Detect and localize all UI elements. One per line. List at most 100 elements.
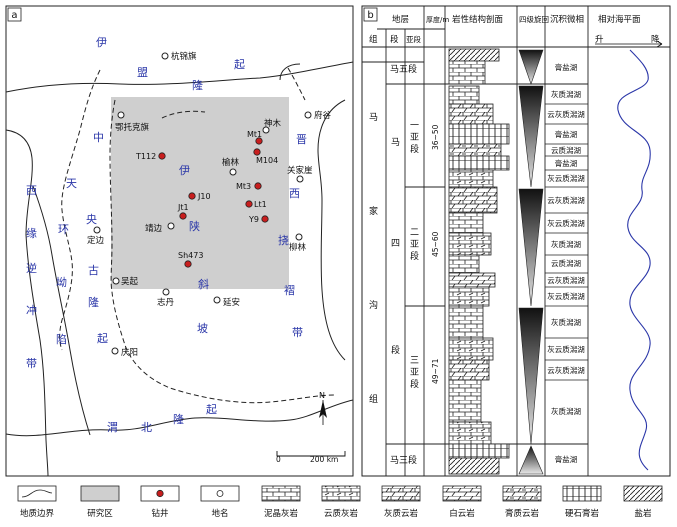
facies-15: 灰云质潟湖: [547, 344, 585, 354]
legend-label-limestone: 泥晶灰岩: [264, 508, 299, 519]
litho-gypdolo-1: [448, 143, 502, 157]
well-lt1: Lt1: [254, 200, 267, 209]
place-shenmu: 神木: [264, 118, 282, 129]
region-tianhuan-1: 天: [66, 177, 77, 190]
well-marker-t112: [158, 152, 166, 160]
litho-limestone-2: [448, 212, 484, 234]
thickness-sub1: 36~50: [431, 124, 440, 150]
region-yimeng-2: 盟: [137, 66, 148, 79]
panel-a-map: a 伊 盟 隆 起 晋 西 挠 褶 带: [5, 5, 354, 477]
litho-limedolo-3: [448, 359, 490, 381]
well-marker-mt3: [254, 182, 262, 190]
cycle-3: [518, 188, 544, 307]
section-ma4-1: 马: [391, 137, 400, 148]
scale-end: 200 km: [310, 455, 338, 464]
legend-swatch-gypdolo: [502, 485, 542, 502]
thickness-sub3: 49~71: [431, 358, 440, 384]
region-weibei-4: 起: [206, 403, 217, 416]
litho-limestone-4: [448, 305, 484, 339]
place-marker-hangjinqi: [161, 52, 169, 60]
place-yanan: 延安: [223, 297, 240, 308]
well-j10: J10: [197, 192, 211, 201]
litho-limestone-1: [448, 85, 480, 105]
sub2-c1: 二: [410, 228, 419, 238]
region-weibei-3: 隆: [173, 412, 184, 426]
region-west-4: 冲: [26, 303, 37, 317]
legend-swatch-limestone: [261, 485, 301, 502]
header-rise: 升: [595, 34, 604, 45]
header-thickness: 厚度/m: [426, 15, 449, 24]
thickness-sub2: 45~60: [431, 231, 440, 257]
place-guanjiaya: 关家崖: [287, 165, 313, 176]
sub1-c1: 一: [410, 121, 419, 131]
section-ma3: 马三段: [390, 454, 417, 466]
region-yishan-4: 坡: [197, 322, 208, 335]
north-arrow-label: N: [319, 391, 325, 400]
study-area: [111, 97, 289, 289]
facies-9: 灰云质潟湖: [547, 218, 585, 228]
facies-1: 膏盐湖: [555, 62, 578, 72]
legend-swatch-salt: [623, 485, 663, 502]
legend-label-anhydrite: 硬石膏岩: [565, 508, 600, 519]
panel-b-frame: [361, 5, 671, 477]
well-y9: Y9: [248, 215, 259, 224]
place-marker-yulin: [229, 168, 237, 176]
litho-dolomite-1: [448, 272, 496, 288]
legend-swatch-dolomite: [442, 485, 482, 502]
place-labels: 杭锦旗 府谷 鄂托克旗 神木 榆林 关家崖 靖边 定边 柳林 吴起 志丹 延安 …: [87, 51, 332, 358]
facies-16: 云灰质潟湖: [547, 365, 585, 375]
region-yimeng-1: 伊: [96, 36, 107, 49]
litho-dololime-5: [448, 421, 492, 445]
facies-7: 灰云质潟湖: [547, 173, 585, 183]
section-ma5: 马五段: [390, 63, 417, 75]
header-subsection: 亚段: [406, 34, 421, 44]
facies-4: 膏盐湖: [555, 129, 578, 139]
litho-limestone-5: [448, 379, 482, 423]
region-yishan-3: 斜: [198, 278, 209, 291]
litho-dololime-3: [448, 286, 490, 307]
legend-label-boundary: 地质边界: [20, 508, 55, 519]
well-m104: M104: [256, 156, 278, 165]
group-char-1: 马: [369, 112, 378, 123]
section-ma4-2: 四: [391, 239, 400, 249]
well-marker-mt1: [255, 137, 263, 145]
region-tianhuan-3: 坳: [56, 275, 67, 289]
legend-label-gypdolo: 膏质云岩: [505, 508, 540, 519]
header-stratum: 地层: [392, 14, 409, 25]
facies-8: 云灰质潟湖: [547, 195, 585, 205]
legend-swatch-boundary: [17, 485, 57, 502]
place-etuokeqi: 鄂托克旗: [115, 122, 150, 133]
well-marker-lt1: [245, 200, 253, 208]
group-char-3: 沟: [369, 299, 378, 311]
well-mt1: Mt1: [247, 130, 262, 139]
legend-swatch-limedolo: [381, 485, 421, 502]
well-sh473: Sh473: [178, 251, 203, 260]
region-west-5: 带: [26, 357, 37, 370]
litho-limedolo-1: [448, 103, 494, 125]
place-liulin: 柳林: [289, 242, 307, 253]
region-yishan-1: 伊: [179, 164, 190, 177]
legend-swatch-anhydrite: [562, 485, 602, 502]
region-yimeng-3: 隆: [192, 78, 203, 92]
group-char-4: 组: [369, 393, 378, 405]
cycles: [518, 49, 544, 475]
legend-label-dololime: 云质灰岩: [324, 508, 359, 519]
scale-zero: 0: [276, 455, 281, 464]
legend: 地质边界 研究区 钻井 地名 泥晶灰岩 云质灰岩 灰质云岩 白云岩 膏质云岩 硬…: [17, 485, 663, 519]
legend-label-limedolo: 灰质云岩: [384, 508, 419, 519]
sea-level-curve: [617, 49, 651, 471]
cycle-4: [518, 307, 544, 445]
header-microfacies: 沉积微相: [550, 14, 584, 25]
sub2-c2: 亚: [410, 239, 419, 250]
place-markers: [93, 52, 312, 355]
sub3-c2: 亚: [410, 367, 419, 378]
facies-14: 灰质潟湖: [551, 317, 581, 327]
facies-17: 灰质潟湖: [551, 406, 581, 416]
region-yishan-2: 陕: [189, 219, 200, 233]
legend-label-place: 地名: [211, 508, 228, 519]
litho-anhydrite-bottom: [448, 443, 510, 459]
well-mt3: Mt3: [236, 182, 251, 191]
facies-3: 云灰质潟湖: [547, 109, 585, 119]
sub3-c3: 段: [410, 378, 419, 390]
cycle-1: [518, 49, 544, 85]
